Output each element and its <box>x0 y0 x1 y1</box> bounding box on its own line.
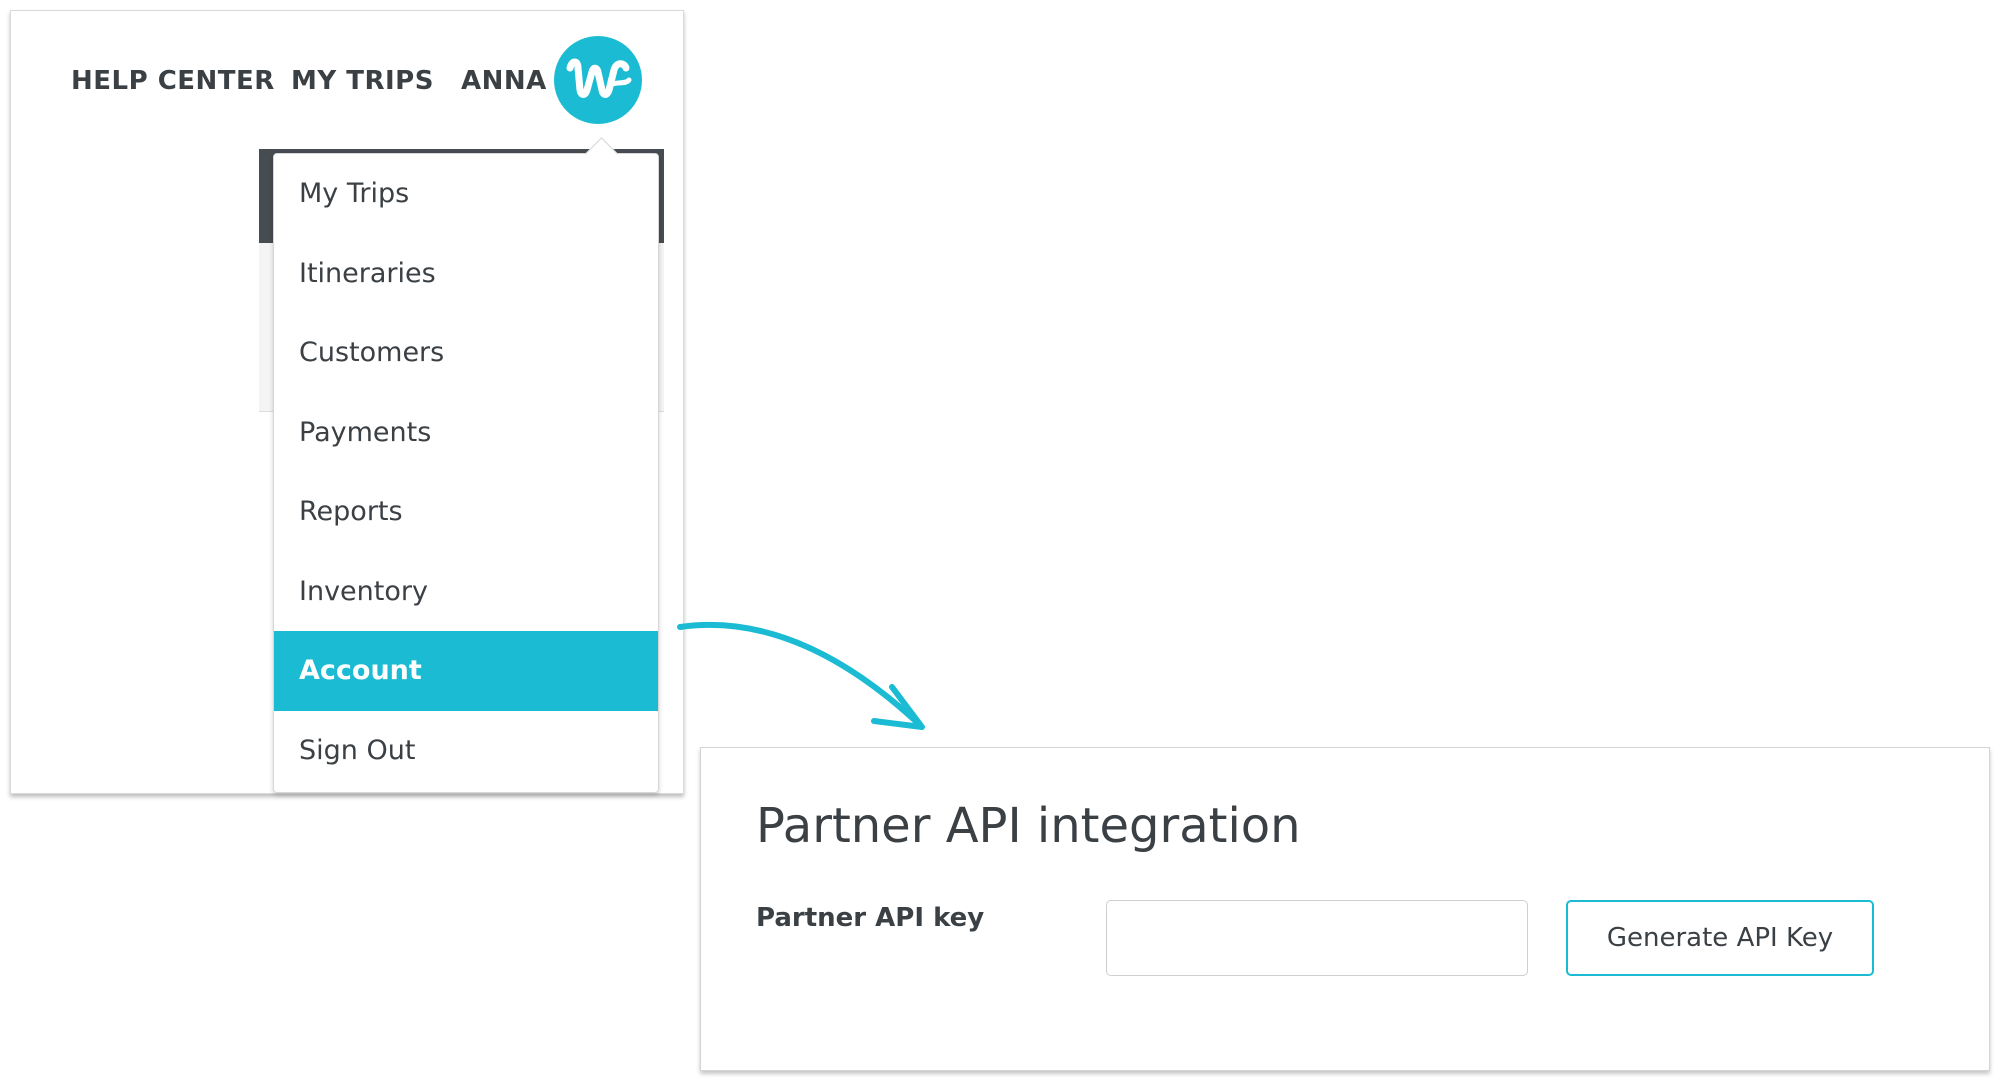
menu-item-sign-out[interactable]: Sign Out <box>299 734 416 766</box>
top-navigation: HELP CENTER MY TRIPS ANNA <box>11 11 683 151</box>
w-logo-icon <box>566 58 632 98</box>
menu-item-payments[interactable]: Payments <box>299 416 432 448</box>
menu-item-account[interactable]: Account <box>274 631 658 711</box>
partner-api-key-input[interactable] <box>1106 900 1528 976</box>
menu-item-itineraries[interactable]: Itineraries <box>299 257 436 289</box>
dropdown-menu-list: My Trips Itineraries Customers Payments … <box>274 154 658 790</box>
user-dropdown-menu: My Trips Itineraries Customers Payments … <box>273 137 659 793</box>
nav-panel: HELP CENTER MY TRIPS ANNA My Trips Itine… <box>10 10 684 794</box>
menu-item-customers[interactable]: Customers <box>299 337 445 368</box>
menu-item-inventory[interactable]: Inventory <box>299 575 428 607</box>
nav-help-center-link[interactable]: HELP CENTER <box>71 66 275 96</box>
generate-api-key-button[interactable]: Generate API Key <box>1566 900 1874 976</box>
menu-item-reports[interactable]: Reports <box>299 496 403 527</box>
menu-item-my-trips[interactable]: My Trips <box>299 178 410 209</box>
partner-api-card: Partner API integration Partner API key … <box>700 747 1990 1071</box>
nav-my-trips-link[interactable]: MY TRIPS <box>291 66 434 96</box>
curved-arrow-icon <box>677 621 925 730</box>
nav-user-name[interactable]: ANNA <box>461 66 547 96</box>
user-avatar[interactable] <box>554 36 642 124</box>
partner-api-title: Partner API integration <box>756 798 1301 854</box>
partner-api-key-label: Partner API key <box>756 903 985 933</box>
